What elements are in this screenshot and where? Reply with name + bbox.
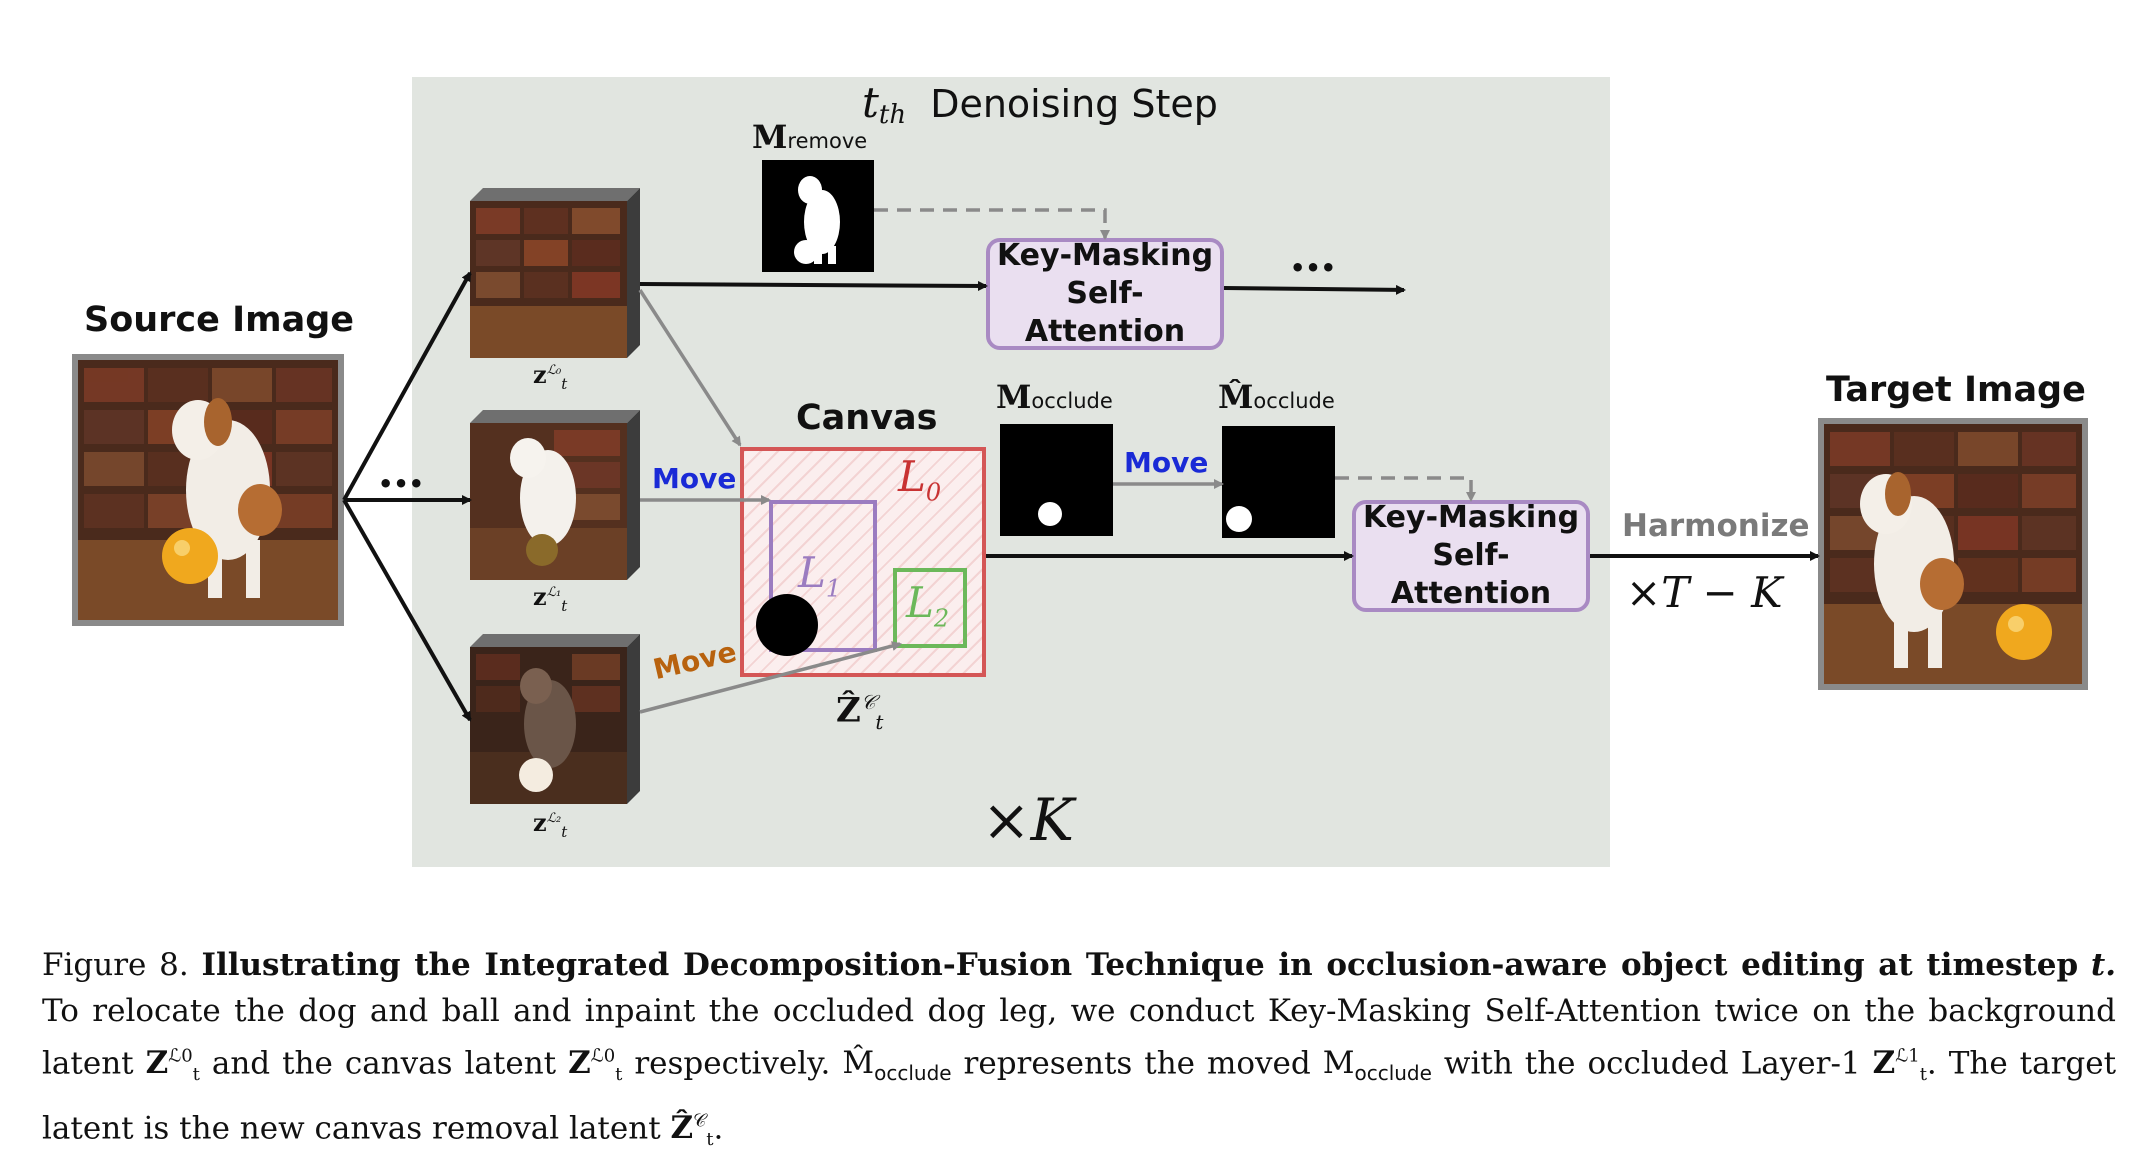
source-image-picture [78,360,338,620]
caption-z1: Zℒ1t [1872,1045,1927,1086]
move-label-mask: Move [1124,446,1209,479]
panel-title-text: Denoising Step [930,82,1218,126]
canvas-latent-label: Ẑ𝒞t [836,690,884,735]
mask-remove-label: Mremove [752,118,868,156]
arrow-bg-to-canvas [638,289,742,447]
caption-z0-a: Zℒ0t [145,1045,200,1086]
figure-diagram: tth Denoising Step Source Image [72,77,2088,867]
panel-title: tth Denoising Step [862,78,1218,130]
caption-body-5: with the occluded Layer-1 [1443,1045,1861,1082]
ellipsis-left: ••• [378,470,425,498]
latent-cube-layer1 [470,410,640,589]
layer-label-L1: L1 [798,548,842,603]
panel-title-var: t [862,78,879,127]
caption-body-2: and the canvas latent [211,1045,557,1082]
mask-occlude-moved [1222,426,1335,538]
layer-label-L0: L0 [898,452,942,507]
layer-label-L2: L2 [906,578,950,633]
arrows-source-to-latents [342,271,472,722]
mask-remove [762,160,874,272]
source-image [72,354,344,626]
arrow-mremove-to-kmsa [874,208,1110,240]
mask-occlude-hat-label: M̂occlude [1218,378,1335,416]
caption-figure-number: Figure 8. [42,947,189,983]
caption-body-4: represents the moved [963,1045,1311,1082]
latent-label-background: zℒ₀t [533,360,568,393]
latent-label-layer1: zℒ₁t [533,582,568,615]
caption-body-3: respectively. [634,1045,831,1082]
target-image-label: Target Image [1826,370,2086,410]
arrow-layer2-to-canvas [639,641,902,714]
kmsa-block-top: Key-Masking Self-Attention [986,238,1224,350]
repeat-tk-label: ×T − K [1626,568,1783,617]
caption-z0-b: Zℒ0t [568,1045,623,1086]
panel-title-sub: th [878,100,907,130]
canvas-label: Canvas [796,398,938,438]
mask-occlude-label: Mocclude [996,378,1113,416]
canvas-ball [756,594,818,656]
ellipsis-top: ••• [1290,254,1337,282]
caption-bold-var: t. [2090,947,2116,983]
latent-cube-layer2 [470,634,640,813]
repeat-k-label: ×K [982,786,1074,854]
caption-body-6: . The target latent is the new canvas re… [42,1045,2117,1146]
caption-body-7: . [713,1109,724,1146]
mask-occlude [1000,424,1113,536]
source-image-label: Source Image [84,300,355,340]
move-label-layer1: Move [652,462,737,495]
caption-zc: Ẑ𝒞t [670,1109,714,1151]
caption-body-1: To relocate the dog and ball and inpaint… [42,993,2116,1082]
latent-cube-background [470,188,640,367]
mask-occlude-moved-ball [1226,506,1252,532]
mask-occlude-ball [1038,502,1062,526]
harmonize-label: Harmonize [1622,508,1810,544]
caption-m-plain: Mocclude [1322,1045,1432,1086]
layer-box-L2 [893,568,967,648]
target-image [1818,418,2088,690]
kmsa-block-bottom: Key-Masking Self-Attention [1352,500,1590,612]
latent-label-layer2: zℒ₂t [533,808,568,841]
target-image-picture [1824,424,2082,684]
arrow-mocclude-hat-to-kmsa [1335,476,1476,502]
layer-box-L1 [769,500,877,652]
arrow-bg-to-kmsa [639,280,988,291]
arrow-kmsa-out [1223,284,1406,295]
arrow-layer [342,208,1820,722]
figure-caption: Figure 8. Illustrating the Integrated De… [42,942,2116,1163]
caption-m-hat: M̂occlude [842,1045,952,1086]
caption-bold-title: Illustrating the Integrated Decompositio… [201,947,2079,983]
